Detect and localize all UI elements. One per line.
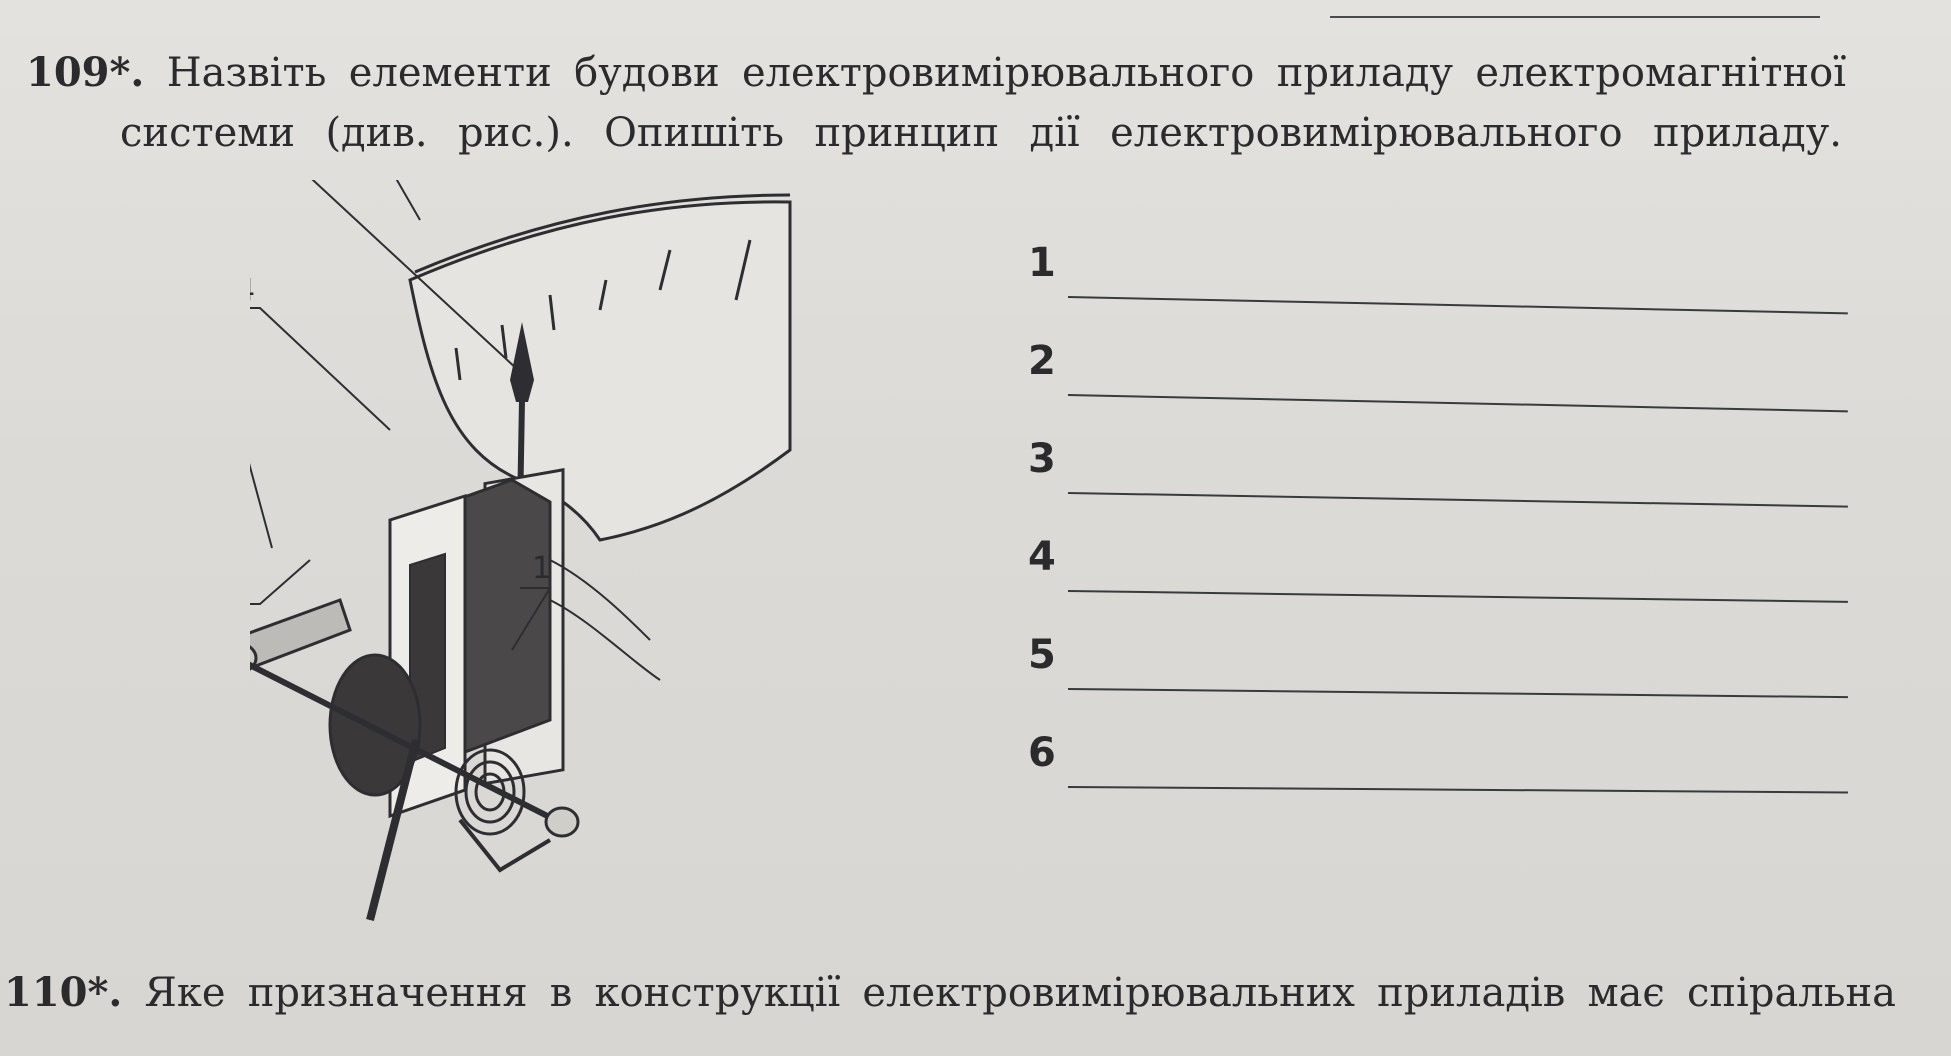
- figure-label-1: 1: [532, 551, 551, 586]
- electromagnetic-instrument-drawing: 5 6 4 3 2 1: [250, 180, 810, 940]
- damper-lever: [250, 600, 350, 672]
- lead-wire-2: [550, 600, 660, 680]
- answer-number: 3: [1028, 436, 1056, 482]
- answer-line-3[interactable]: [1068, 492, 1848, 508]
- task-109-heading: 109*. Назвіть елементи будови електровим…: [26, 48, 1846, 98]
- answer-line-4[interactable]: [1068, 590, 1848, 603]
- spiral-spring: [456, 750, 524, 834]
- answer-line-5[interactable]: [1068, 688, 1848, 698]
- lead-wire-1: [550, 560, 650, 640]
- axis-end-bearing: [546, 808, 578, 836]
- answer-row: 3: [1000, 436, 1900, 496]
- answer-row: 6: [1000, 730, 1900, 790]
- answer-number: 6: [1028, 730, 1056, 776]
- answer-row: 1: [1000, 240, 1900, 300]
- answer-line-2[interactable]: [1068, 394, 1848, 412]
- task-109-number: 109*.: [26, 49, 144, 96]
- task-110-number: 110*.: [4, 969, 122, 1016]
- answer-line-1[interactable]: [1068, 296, 1848, 314]
- task-110-text: Яке призначення в конструкції електровим…: [145, 970, 1896, 1016]
- answer-number: 5: [1028, 632, 1056, 678]
- task-110-heading: 110*. Яке призначення в конструкції елек…: [4, 968, 1896, 1018]
- instrument-figure: 5 6 4 3 2 1: [250, 180, 810, 940]
- answer-number: 2: [1028, 338, 1056, 384]
- answer-line-6[interactable]: [1068, 786, 1848, 793]
- task-109-text-line2: системи (див. рис.). Опишіть принцип дії…: [120, 108, 1842, 158]
- answer-row: 4: [1000, 534, 1900, 594]
- answer-row: 5: [1000, 632, 1900, 692]
- figure-label-2: 2: [250, 567, 251, 602]
- task-109-text-line1: Назвіть елементи будови електровимірювал…: [167, 50, 1846, 96]
- top-rule: [1330, 16, 1820, 18]
- answer-number: 1: [1028, 240, 1056, 286]
- figure-label-4: 4: [250, 273, 255, 308]
- answer-row: 2: [1000, 338, 1900, 398]
- answer-number: 4: [1028, 534, 1056, 580]
